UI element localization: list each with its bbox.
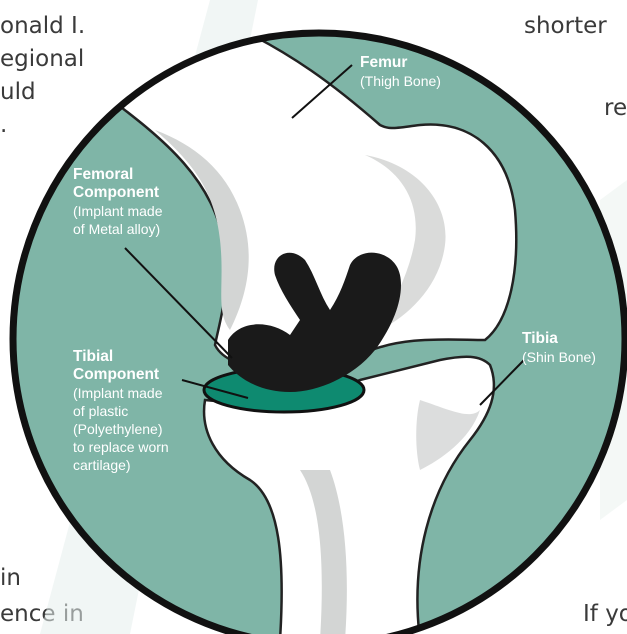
femur-desc: (Thigh Bone)	[360, 72, 441, 90]
tibial-component-title: Tibial Component	[73, 348, 169, 384]
tibial-component-desc: (Implant made of plastic (Polyethylene) …	[73, 384, 169, 474]
femur-label: Femur (Thigh Bone)	[360, 54, 441, 90]
tibia-title: Tibia	[522, 330, 596, 348]
tibia-desc: (Shin Bone)	[522, 348, 596, 366]
femoral-component-label: Femoral Component (Implant made of Metal…	[73, 166, 162, 238]
femur-title: Femur	[360, 54, 441, 72]
tibia-label: Tibia (Shin Bone)	[522, 330, 596, 366]
femoral-component-title: Femoral Component	[73, 166, 162, 202]
tibial-component-label: Tibial Component (Implant made of plasti…	[73, 348, 169, 474]
femoral-component-desc: (Implant made of Metal alloy)	[73, 202, 162, 238]
